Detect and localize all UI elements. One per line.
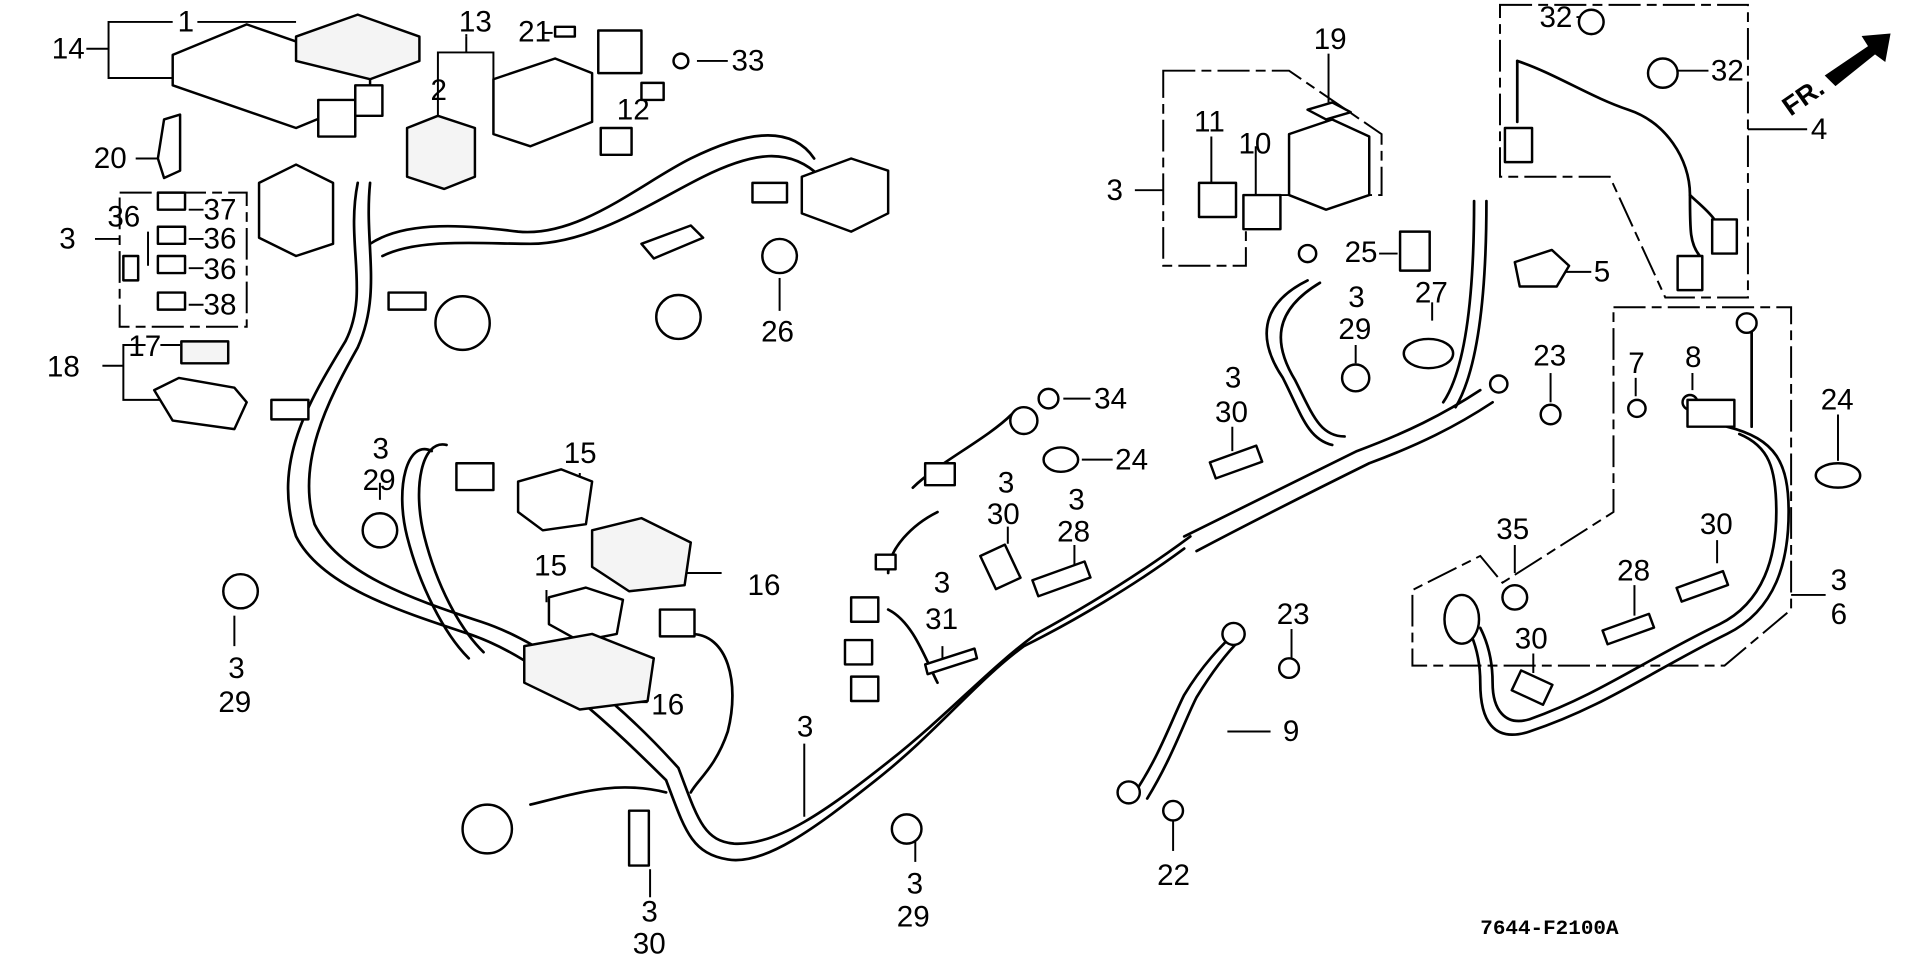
callout-label: 13 (459, 6, 492, 39)
callout-label: 28 (1617, 554, 1650, 587)
callout-label: 15 (564, 437, 597, 470)
callout-label: 16 (651, 689, 684, 722)
callout-label: 25 (1345, 236, 1378, 269)
callout-label: 3 (907, 868, 923, 901)
callout-label: 6 (1831, 598, 1847, 631)
callout-label: 5 (1594, 256, 1610, 289)
components (122, 8, 1891, 867)
callout-label: 37 (204, 194, 237, 227)
callout-label: 10 (1238, 128, 1271, 161)
callout-label: 15 (534, 550, 567, 583)
callout-label: 35 (1496, 513, 1529, 546)
callout-label: 4 (1811, 113, 1827, 146)
callout-label: 34 (1094, 383, 1127, 416)
callout-labels: 14 1 13 21 2 12 33 20 3 36 37 36 36 38 1… (47, 1, 1854, 957)
callout-label: 36 (204, 223, 237, 256)
callout-label: 3 (373, 433, 389, 466)
callout-label: 21 (518, 16, 551, 49)
callout-label: 3 (998, 467, 1014, 500)
callout-label: 32 (1711, 55, 1744, 88)
callout-label: 1 (178, 6, 194, 39)
callout-label: 30 (633, 927, 666, 957)
callout-label: 29 (218, 686, 251, 719)
callout-label: 30 (987, 498, 1020, 531)
callout-label: 28 (1057, 515, 1090, 548)
callout-label: 23 (1277, 598, 1310, 631)
callout-label: 30 (1700, 508, 1733, 541)
callout-label: 36 (204, 253, 237, 286)
callout-label: 26 (761, 316, 794, 349)
callout-label: 3 (228, 652, 244, 685)
callout-label: 23 (1533, 340, 1566, 373)
callout-label: 29 (1338, 313, 1371, 346)
callout-label: 33 (731, 45, 764, 78)
callout-label: 18 (47, 351, 80, 384)
callout-label: 36 (107, 201, 140, 234)
callout-label: 3 (1225, 362, 1241, 395)
callout-label: 20 (94, 142, 127, 175)
callout-label: 38 (204, 289, 237, 322)
callout-label: 19 (1314, 23, 1347, 56)
callout-label: 7 (1628, 347, 1644, 380)
callout-label: 31 (925, 603, 958, 636)
connector-block-1 (294, 13, 421, 81)
diagram-code: 7644-F2100A (1480, 918, 1619, 941)
callout-label: 9 (1283, 715, 1299, 748)
callout-label: 14 (52, 33, 85, 66)
callout-label: 8 (1685, 341, 1701, 374)
callout-label: 30 (1515, 623, 1548, 656)
relay-2 (405, 114, 477, 191)
callout-label: 24 (1115, 444, 1148, 477)
callout-label: 3 (1068, 484, 1084, 517)
callout-label: 29 (897, 901, 930, 934)
callout-label: 30 (1215, 396, 1248, 429)
callout-label: 3 (59, 223, 75, 256)
wire-harness (286, 59, 1791, 862)
callout-label: 3 (797, 710, 813, 743)
callout-label: 12 (617, 94, 650, 127)
callout-label: 32 (1539, 1, 1572, 34)
callout-label: 11 (1194, 106, 1225, 139)
callout-label: 17 (128, 330, 161, 363)
front-direction-arrow-icon (1824, 33, 1891, 87)
callout-label: 3 (1106, 174, 1122, 207)
callout-label: 3 (934, 567, 950, 600)
callout-label: 16 (748, 569, 781, 602)
callout-label: 3 (1831, 564, 1847, 597)
callout-label: 29 (363, 464, 396, 497)
callout-label: 22 (1157, 859, 1190, 892)
callout-label: 2 (431, 74, 447, 107)
callout-label: 24 (1821, 384, 1854, 417)
callout-label: 3 (1348, 281, 1364, 314)
callout-label: 3 (641, 896, 657, 929)
callout-label: 27 (1415, 276, 1448, 309)
